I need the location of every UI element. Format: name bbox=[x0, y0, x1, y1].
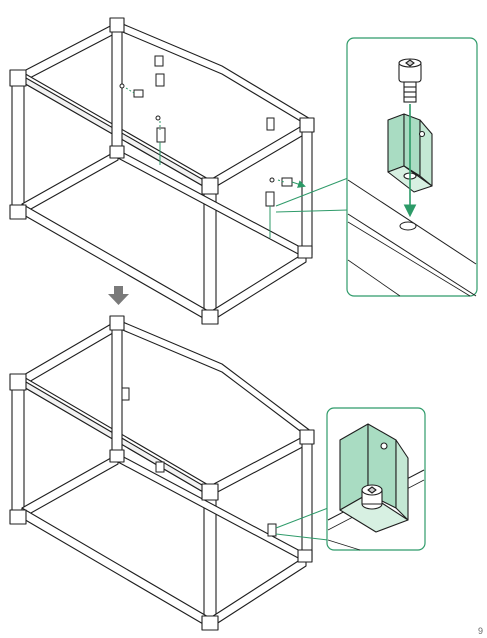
down-arrow-icon bbox=[108, 286, 129, 305]
zoom-panel-1 bbox=[346, 37, 478, 297]
zoom-panel-2 bbox=[326, 407, 426, 551]
l-bracket-installed-icon bbox=[339, 423, 409, 533]
frame-step-1-details bbox=[119, 55, 293, 207]
frame-step-2 bbox=[9, 315, 315, 631]
page-number: 9 bbox=[477, 626, 483, 636]
callout-lines-1 bbox=[275, 177, 349, 213]
callout-lines-2 bbox=[275, 507, 329, 541]
screw-dashed-lines-1 bbox=[125, 87, 306, 238]
hex-socket-screw-icon bbox=[398, 58, 422, 103]
frame-step-1 bbox=[9, 17, 315, 325]
l-bracket-icon bbox=[387, 113, 433, 193]
frame-step-2-details bbox=[121, 387, 277, 537]
